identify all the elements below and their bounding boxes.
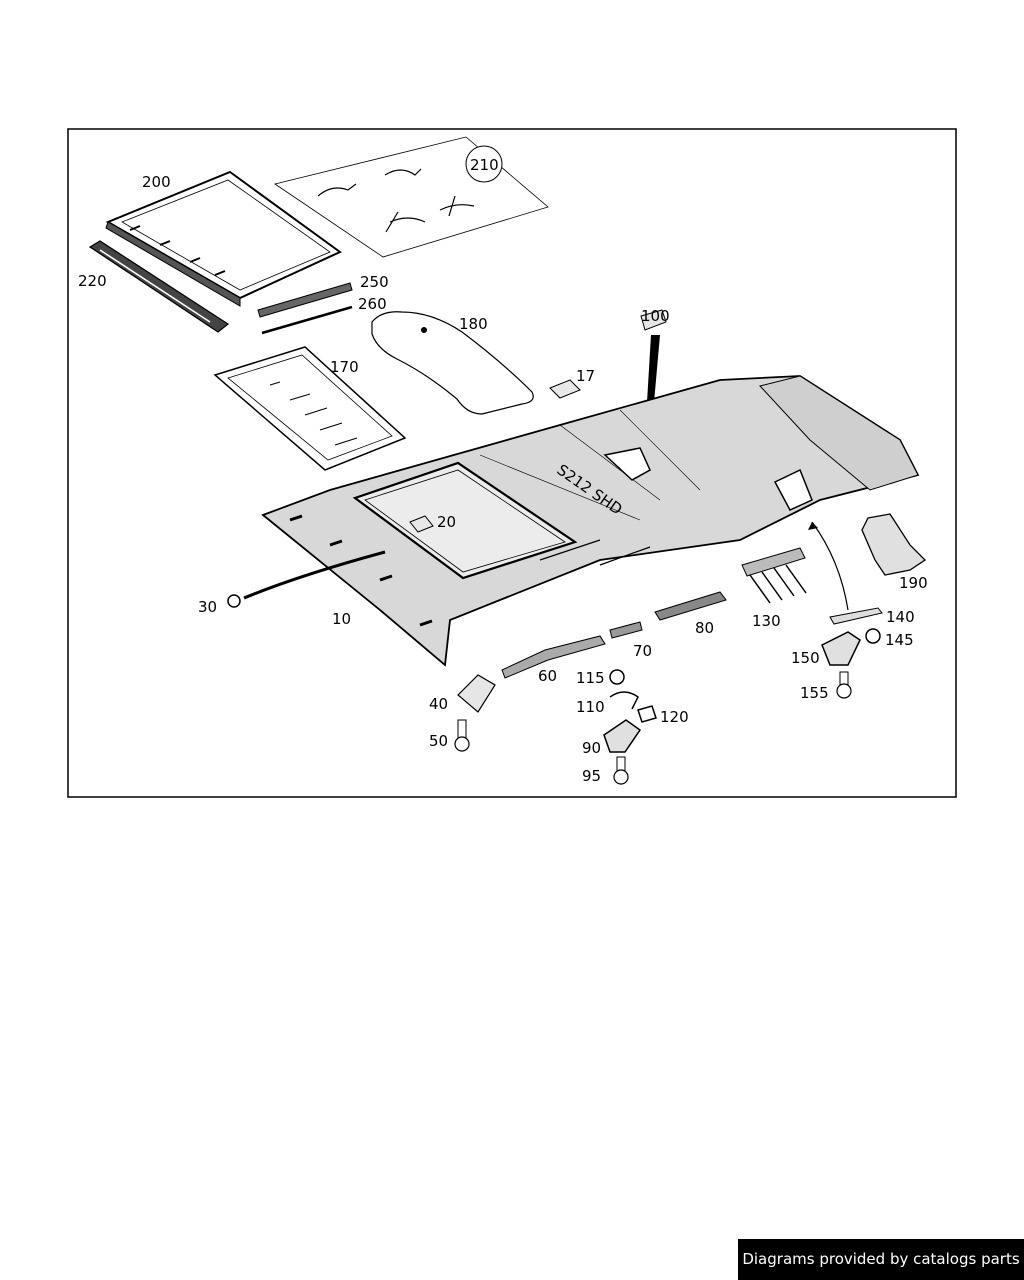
diagram-frame xyxy=(67,128,957,798)
callout-80: 80 xyxy=(695,619,714,637)
callout-200: 200 xyxy=(142,173,171,191)
callout-20: 20 xyxy=(437,513,456,531)
part-115-nut[interactable] xyxy=(609,669,625,685)
callout-120: 120 xyxy=(660,708,689,726)
callout-190: 190 xyxy=(899,574,928,592)
callout-90: 90 xyxy=(582,739,601,757)
part-220-front-rail[interactable] xyxy=(88,240,230,333)
part-145-nut[interactable] xyxy=(865,628,881,644)
callout-145: 145 xyxy=(885,631,914,649)
part-60-bracket[interactable] xyxy=(501,635,606,679)
part-50-screw[interactable] xyxy=(454,719,470,752)
callout-30: 30 xyxy=(198,598,217,616)
callout-40: 40 xyxy=(429,695,448,713)
part-180-insulation-pad[interactable] xyxy=(371,311,534,415)
part-80-strip[interactable] xyxy=(654,591,727,621)
part-170-glass-panel[interactable] xyxy=(213,346,407,471)
arrow-head-icon xyxy=(808,522,818,530)
callout-130: 130 xyxy=(752,612,781,630)
callout-95: 95 xyxy=(582,767,601,785)
callout-170: 170 xyxy=(330,358,359,376)
footer-credit: Diagrams provided by catalogs parts xyxy=(738,1239,1024,1280)
callout-60: 60 xyxy=(538,667,557,685)
callout-150: 150 xyxy=(791,649,820,667)
callout-115: 115 xyxy=(576,669,605,687)
part-210-clip-set[interactable] xyxy=(274,136,549,258)
part-10-headliner[interactable]: S212 SHD xyxy=(261,375,920,667)
part-140-bracket[interactable] xyxy=(829,607,883,625)
part-110-clip[interactable] xyxy=(609,691,639,710)
callout-10: 10 xyxy=(332,610,351,628)
callout-180: 180 xyxy=(459,315,488,333)
callout-250: 250 xyxy=(360,273,389,291)
callout-110: 110 xyxy=(576,698,605,716)
part-90-handle[interactable] xyxy=(603,719,642,753)
callout-210: 210 xyxy=(470,156,499,174)
part-150-handle[interactable] xyxy=(821,631,861,666)
part-155-screw[interactable] xyxy=(836,671,852,699)
part-260-strip[interactable] xyxy=(261,305,353,335)
part-190-trim[interactable] xyxy=(861,513,927,576)
part-70-strip[interactable] xyxy=(609,621,643,639)
callout-100: 100 xyxy=(641,307,670,325)
part-200-sunroof-shade[interactable] xyxy=(105,170,342,307)
part-250-strip[interactable] xyxy=(257,282,353,318)
part-40-bracket[interactable] xyxy=(457,674,496,713)
part-17-pad[interactable] xyxy=(549,379,581,399)
callout-155: 155 xyxy=(800,684,829,702)
part-20-pad[interactable] xyxy=(409,515,434,533)
callout-17: 17 xyxy=(576,367,595,385)
part-30-clip[interactable] xyxy=(227,550,386,608)
assembly-arrow xyxy=(811,521,849,611)
callout-220: 220 xyxy=(78,272,107,290)
part-130-vent[interactable] xyxy=(741,547,807,604)
part-120-clip[interactable] xyxy=(637,705,657,723)
callout-50: 50 xyxy=(429,732,448,750)
callout-140: 140 xyxy=(886,608,915,626)
callout-260: 260 xyxy=(358,295,387,313)
part-95-screw[interactable] xyxy=(613,756,629,785)
callout-70: 70 xyxy=(633,642,652,660)
